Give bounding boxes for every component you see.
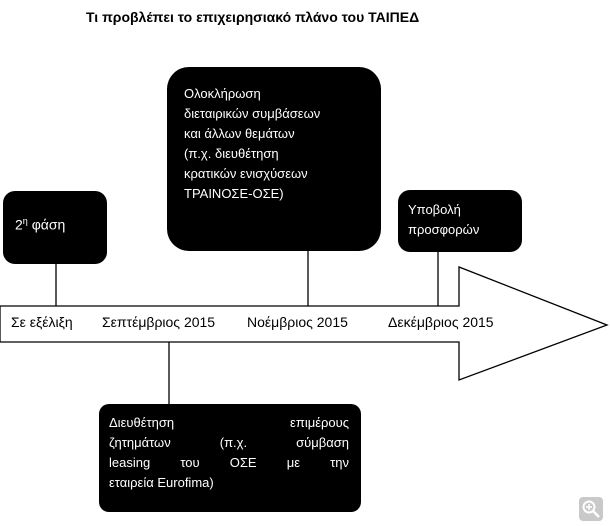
completion-line: (π.χ. διευθέτηση [184, 146, 279, 161]
completion-line: ΤΡΑΙΝΟΣΕ-ΟΣΕ) [184, 186, 284, 201]
settlement-box: Διευθέτηση επιμέρους ζητημάτων (π.χ. σύμ… [99, 404, 361, 512]
submission-line: προσφορών [408, 222, 480, 237]
phase2-box: 2η φάση [3, 191, 107, 264]
timeline-label-ongoing: Σε εξέλιξη [11, 314, 73, 330]
settlement-line: leasing του ΟΣΕ με την [109, 455, 349, 470]
completion-box: Ολοκλήρωση διεταιρικών συμβάσεων και άλλ… [167, 67, 381, 251]
phase2-prefix: 2 [15, 216, 23, 233]
timeline-arrow-shape [0, 266, 609, 381]
settlement-line: εταιρεία Eurofima) [109, 475, 214, 490]
timeline-label-december: Δεκέμβριος 2015 [388, 314, 494, 330]
settlement-line: Διευθέτηση επιμέρους [109, 415, 349, 430]
completion-line: Ολοκλήρωση [184, 86, 261, 101]
settlement-line: ζητημάτων (π.χ. σύμβαση [109, 435, 349, 450]
phase2-suffix: φάση [27, 216, 66, 233]
zoom-icon[interactable] [579, 497, 603, 521]
submission-box: Υποβολή προσφορών [398, 190, 522, 252]
timeline-label-november: Νοέμβριος 2015 [247, 314, 348, 330]
zoom-icon-glyph [582, 500, 600, 518]
completion-line: κρατικών ενισχύσεων [184, 166, 308, 181]
completion-line: και άλλων θεμάτων [184, 126, 295, 141]
phase2-sup: η [22, 216, 28, 226]
diagram-title: Τι προβλέπει το επιχειρησιακό πλάνο του … [86, 9, 420, 25]
submission-line: Υποβολή [408, 202, 461, 217]
timeline-label-september: Σεπτέμβριος 2015 [102, 314, 216, 330]
completion-line: διεταιρικών συμβάσεων [184, 106, 321, 121]
